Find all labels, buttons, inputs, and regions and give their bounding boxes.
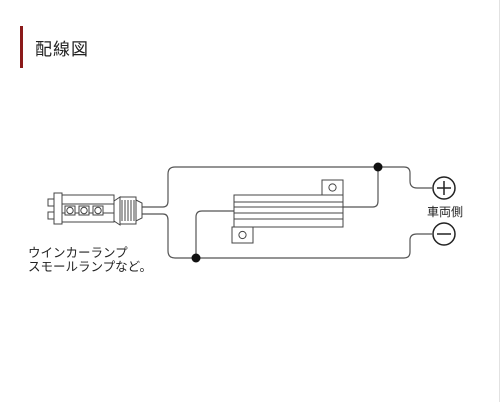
wire-negative [142,213,432,259]
plus-terminal-icon [432,176,456,200]
title-block: 配線図 [20,26,89,68]
junction-dot-negative [191,253,201,263]
lamp-label-line2: スモールランプなど。 [28,259,153,274]
resistor-lead-negative [195,210,234,258]
lamp-label-line1: ウインカーランプ [28,245,128,260]
title-accent-bar [20,26,23,68]
vehicle-side-label: 車両側 [427,205,464,219]
junction-dot-positive [373,162,383,172]
wire-positive [142,166,432,208]
wires [142,166,432,259]
load-resistor-icon [231,179,344,244]
resistor-lead-positive [342,167,379,208]
led-bulb-icon [47,192,143,226]
page-title: 配線図 [35,39,89,60]
minus-terminal-icon [432,222,456,246]
